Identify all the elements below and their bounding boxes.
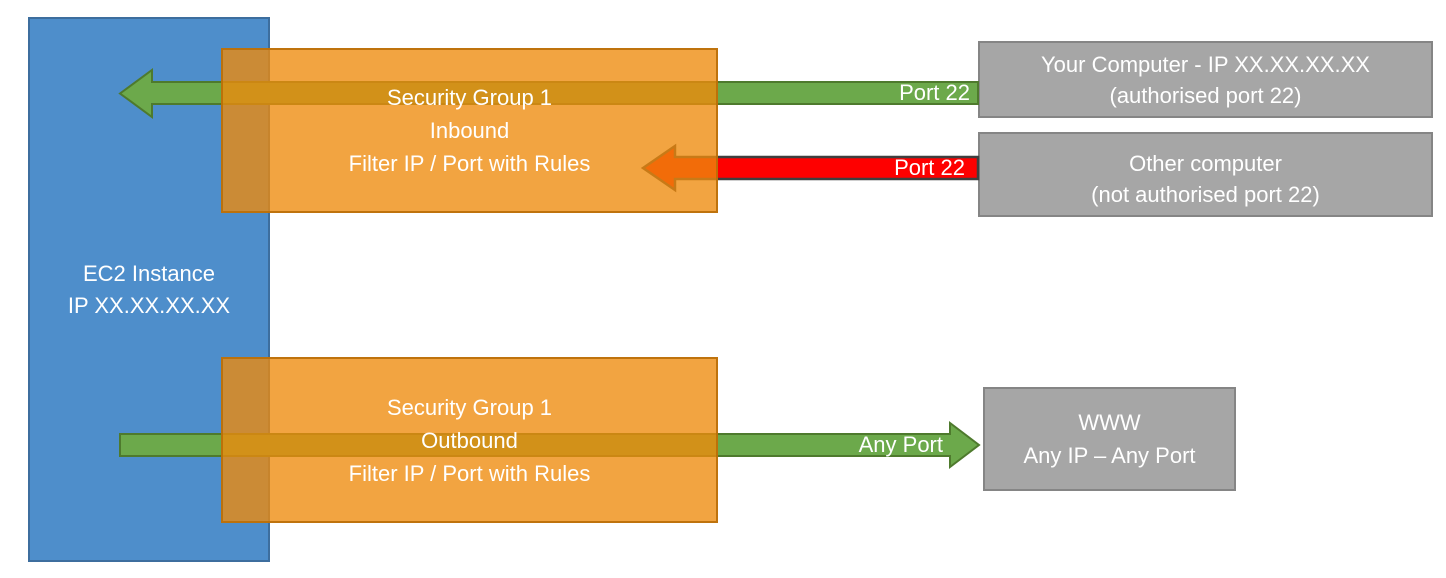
ec2-instance-ip: IP XX.XX.XX.XX <box>67 292 231 318</box>
sg-outbound-description: Filter IP / Port with Rules <box>348 460 591 486</box>
your-computer-subtitle: (authorised port 22) <box>1109 82 1302 108</box>
www-subtitle: Any IP – Any Port <box>1023 443 1196 468</box>
sg-inbound-description: Filter IP / Port with Rules <box>348 151 591 176</box>
inbound-allowed-port-label: Port 22 <box>899 80 970 105</box>
other-computer-title: Other computer <box>1129 151 1282 176</box>
sg-inbound-direction: Inbound <box>429 118 510 143</box>
www-title: WWW <box>1078 410 1141 435</box>
outbound-port-label: Any Port <box>858 432 943 457</box>
security-group-outbound-box: Security Group 1 Outbound Filter IP / Po… <box>221 357 718 523</box>
other-computer-subtitle: (not authorised port 22) <box>1091 182 1320 207</box>
other-computer-box: Other computer (not authorised port 22) <box>978 132 1433 217</box>
inbound-blocked-port-label: Port 22 <box>894 155 965 180</box>
sg-outbound-direction: Outbound <box>421 427 518 453</box>
ec2-instance-name: EC2 Instance <box>82 260 216 286</box>
security-group-inbound-box: Security Group 1 Inbound Filter IP / Por… <box>221 48 718 213</box>
your-computer-title: Your Computer - IP XX.XX.XX.XX <box>1041 51 1370 77</box>
sg-outbound-title: Security Group 1 <box>386 394 553 420</box>
your-computer-box: Your Computer - IP XX.XX.XX.XX (authoris… <box>978 41 1433 118</box>
sg-inbound-title: Security Group 1 <box>386 85 553 110</box>
www-box: WWW Any IP – Any Port <box>983 387 1236 491</box>
